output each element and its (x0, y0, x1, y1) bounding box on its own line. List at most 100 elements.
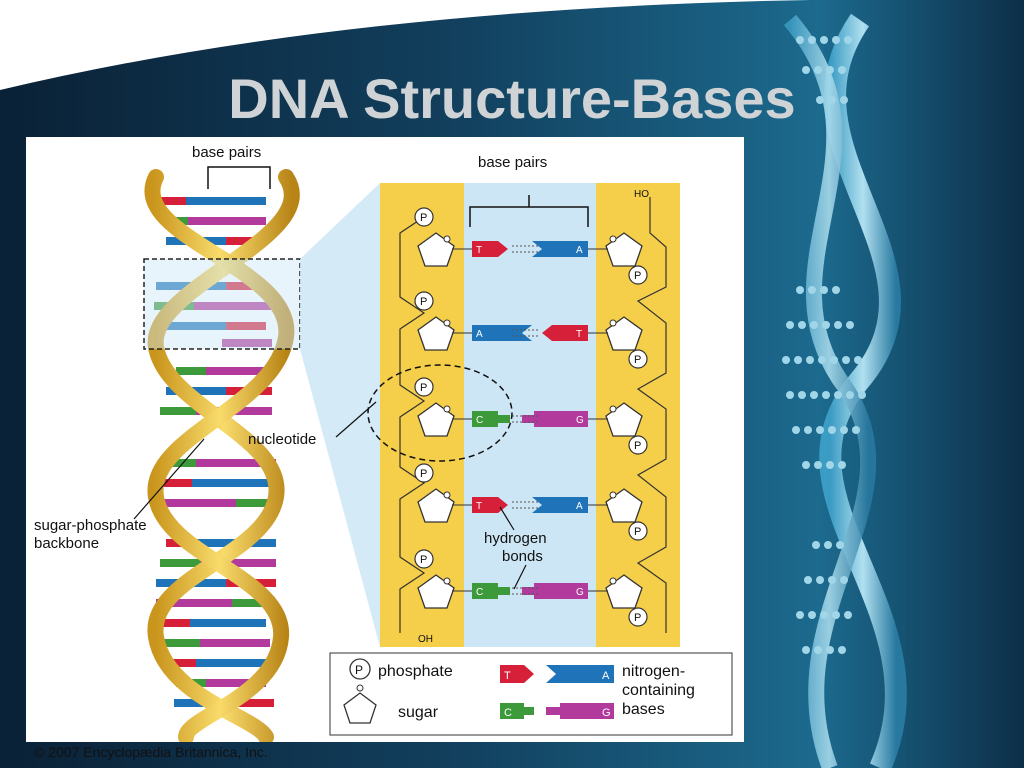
left-phosphate-1 (414, 291, 434, 311)
right-phosphate-3 (628, 521, 648, 541)
left-sugar-oxygen-2 (443, 405, 451, 413)
legend-cytosine-icon (500, 703, 524, 719)
left-base-pairs-bracket (207, 166, 271, 189)
legend: P phosphate sugar T A C G nitrogen- cont… (329, 652, 733, 736)
right-phosphate-1 (628, 349, 648, 369)
left-base-2 (472, 411, 498, 427)
backbone-label-line2: backbone (34, 535, 99, 552)
right-base-2-letter: G (576, 415, 584, 426)
right-base-1-letter: T (576, 329, 582, 340)
right-base-0-letter: A (576, 245, 583, 256)
left-base-2-letter: C (476, 415, 483, 426)
left-base-4 (472, 583, 498, 599)
oh-label: OH (418, 634, 433, 645)
right-base-2-tab (522, 415, 534, 423)
right-phosphate-symbol-3: P (634, 526, 641, 538)
right-sugar-oxygen-3 (609, 491, 617, 499)
left-sugar-oxygen-1 (443, 319, 451, 327)
ho-label: HO (634, 189, 649, 200)
left-base-0 (472, 241, 508, 257)
right-backbone-line (636, 197, 667, 633)
nucleotide-highlight (367, 364, 513, 462)
legend-sugar-icon (343, 692, 377, 724)
backbone-label-line1: sugar-phosphate (34, 517, 147, 534)
right-phosphate-2 (628, 435, 648, 455)
left-base-1-letter: A (476, 329, 483, 340)
left-base-3 (472, 497, 508, 513)
left-sugar-oxygen-0 (443, 235, 451, 243)
ladder-rungs: P P T A P P A T P P C G P P T A P P C G (414, 207, 648, 627)
left-phosphate-symbol-2: P (420, 382, 427, 394)
right-sugar-oxygen-2 (609, 405, 617, 413)
right-base-4-letter: G (576, 587, 584, 598)
right-sugar-oxygen-1 (609, 319, 617, 327)
right-base-1 (542, 325, 588, 341)
right-base-0 (532, 241, 588, 257)
left-base-1 (472, 325, 532, 341)
right-base-2 (534, 411, 588, 427)
hydrogen-bonds-label-line2: bonds (502, 548, 543, 565)
right-sugar-oxygen-0 (609, 235, 617, 243)
right-base-pairs-bracket (469, 195, 589, 227)
legend-guanine-icon (560, 703, 614, 719)
left-phosphate-symbol-1: P (420, 296, 427, 308)
legend-bases-line2: containing (622, 682, 695, 699)
legend-base-a: A (602, 670, 610, 682)
right-base-4 (534, 583, 588, 599)
double-helix (144, 169, 300, 742)
decorative-helix-icon (782, 13, 907, 768)
legend-adenine-icon (546, 665, 614, 683)
right-phosphate-4 (628, 607, 648, 627)
legend-bases-line1: nitrogen- (622, 663, 685, 680)
left-base-2-tab (498, 415, 510, 423)
left-sugar-oxygen-3 (443, 491, 451, 499)
right-phosphate-symbol-1: P (634, 354, 641, 366)
nucleotide-label: nucleotide (248, 431, 316, 448)
left-backbone-line (399, 216, 426, 633)
dna-diagram: base pairs nucleotide sugar-phosphate ba… (26, 137, 744, 742)
zoom-projection (300, 183, 380, 647)
legend-base-g: G (602, 707, 611, 719)
left-phosphate-3 (414, 463, 434, 483)
right-sugar-oxygen-4 (609, 577, 617, 585)
hydrogen-bonds-leader (499, 506, 515, 531)
legend-phosphate-icon (349, 658, 371, 680)
legend-thymine-icon (500, 665, 534, 683)
right-base-3-letter: A (576, 501, 583, 512)
right-phosphate-symbol-0: P (634, 270, 641, 282)
right-phosphate-symbol-2: P (634, 440, 641, 452)
hydrogen-bonds-leader-2 (513, 564, 527, 590)
left-phosphate-0 (414, 207, 434, 227)
right-base-pairs-label: base pairs (478, 154, 547, 171)
legend-base-t: T (504, 670, 511, 682)
left-base-pairs-label: base pairs (192, 144, 261, 161)
helix-strand-back (147, 169, 300, 742)
left-phosphate-2 (414, 377, 434, 397)
right-base-3 (532, 497, 588, 513)
left-phosphate-symbol-3: P (420, 468, 427, 480)
legend-sugar-label: sugar (398, 704, 439, 721)
copyright-credit: © 2007 Encyclopædia Britannica, Inc. (34, 744, 268, 760)
backbone-leader-line (133, 438, 205, 520)
left-phosphate-4 (414, 549, 434, 569)
legend-base-c: C (504, 707, 512, 719)
slide-title: DNA Structure-Bases (228, 67, 796, 130)
left-base-4-letter: C (476, 587, 483, 598)
nucleotide-leader-line (335, 401, 377, 438)
right-phosphate-symbol-4: P (634, 612, 641, 624)
left-base-3-letter: T (476, 501, 482, 512)
legend-phosphate-label: phosphate (378, 663, 453, 680)
legend-phosphate-symbol: P (355, 663, 363, 677)
left-phosphate-symbol-0: P (420, 212, 427, 224)
left-base-0-letter: T (476, 245, 482, 256)
helix-strand-front (144, 169, 295, 742)
zoomed-ladder: HO OH base pairs P P T A P P A T P P C G P P T A P P C G hy… (367, 154, 680, 647)
legend-box (329, 652, 733, 736)
left-phosphate-symbol-4: P (420, 554, 427, 566)
hydrogen-bonds-label-line1: hydrogen (484, 530, 547, 547)
legend-bases-line3: bases (622, 701, 665, 718)
zoom-selection-box (143, 258, 301, 350)
left-sugar-oxygen-4 (443, 577, 451, 585)
right-base-4-tab (522, 587, 534, 595)
right-phosphate-0 (628, 265, 648, 285)
